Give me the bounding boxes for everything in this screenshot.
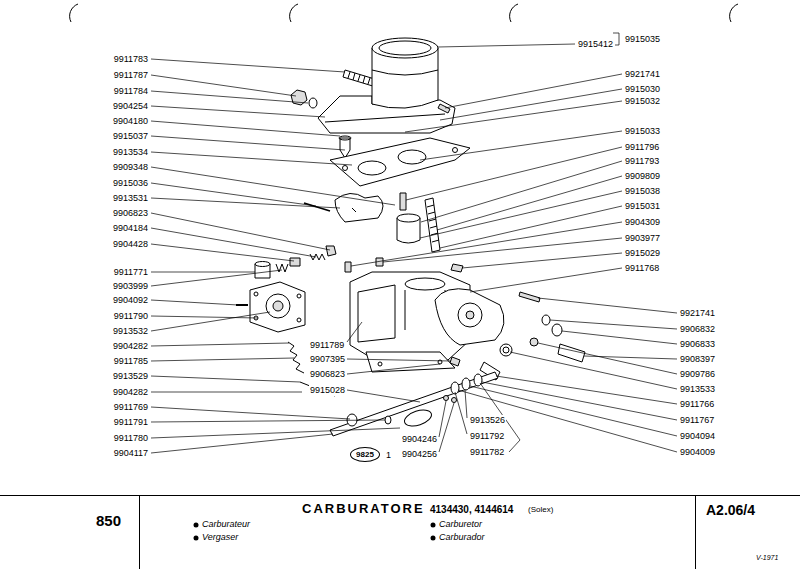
part-number: 9911785 bbox=[113, 356, 149, 367]
part-number: 9909348 bbox=[112, 162, 149, 173]
part-number: 9913534 bbox=[112, 147, 149, 158]
page-cell: A2.06/4V-1971 bbox=[695, 495, 800, 569]
part-number: 9915037 bbox=[112, 131, 149, 142]
part-number: 9904256 bbox=[401, 449, 438, 460]
part-number: 9911767 bbox=[679, 415, 715, 426]
part-number: 9906823 bbox=[309, 369, 346, 380]
part-number: 9913526 bbox=[469, 415, 506, 426]
part-number: 9915029 bbox=[624, 248, 661, 259]
part-number: 9911796 bbox=[624, 142, 660, 153]
part-number: 9911769 bbox=[113, 402, 149, 413]
part-number: 9915031 bbox=[624, 201, 661, 212]
part-number: 9911783 bbox=[113, 54, 149, 65]
part-number: 9904092 bbox=[112, 295, 149, 306]
part-number: 9915033 bbox=[624, 126, 661, 137]
part-number: 9911771 bbox=[113, 267, 149, 278]
part-number: 9915038 bbox=[624, 186, 661, 197]
part-number: 9911793 bbox=[624, 156, 660, 167]
part-number: 9911784 bbox=[113, 86, 149, 97]
part-number: 9921741 bbox=[624, 69, 661, 80]
part-number: 9913532 bbox=[112, 326, 149, 337]
part-number: 9904282 bbox=[112, 387, 149, 398]
part-number: 9904180 bbox=[112, 116, 149, 127]
model-cell: 850 bbox=[0, 495, 140, 569]
maker: (Solex) bbox=[528, 505, 553, 514]
part-number: 9915028 bbox=[309, 385, 346, 396]
page-code: A2.06/4 bbox=[706, 502, 755, 518]
part-number: 9915412 bbox=[577, 39, 614, 50]
part-number: 9904428 bbox=[112, 239, 149, 250]
part-number: 9915032 bbox=[624, 96, 661, 107]
title: CARBURATORE bbox=[302, 501, 425, 516]
part-number: 9908397 bbox=[679, 354, 716, 365]
part-number: 9903977 bbox=[624, 233, 661, 244]
part-number: 9904246 bbox=[401, 434, 438, 445]
part-number: 9911782 bbox=[469, 447, 505, 458]
part-number: 9911787 bbox=[113, 70, 149, 81]
part-number: 9913531 bbox=[112, 193, 149, 204]
quantity-number: 1 bbox=[385, 450, 392, 461]
part-number: 9909786 bbox=[679, 369, 716, 380]
part-number: 9909809 bbox=[624, 171, 661, 182]
part-number: 9911768 bbox=[624, 263, 660, 274]
model-number: 850 bbox=[96, 512, 121, 529]
part-number: 9915036 bbox=[112, 178, 149, 189]
part-number: 9903999 bbox=[112, 281, 149, 292]
translation: Carburateur bbox=[202, 519, 250, 529]
translation: Vergaser bbox=[202, 532, 238, 542]
part-number: 9904282 bbox=[112, 341, 149, 352]
part-number: 9911791 bbox=[113, 417, 149, 428]
part-number: 9915030 bbox=[624, 84, 661, 95]
part-number: 9911789 bbox=[309, 340, 345, 351]
quantity-oval: 9825 bbox=[350, 447, 380, 462]
part-number: 9911790 bbox=[113, 311, 149, 322]
part-number: 9904254 bbox=[112, 101, 149, 112]
part-number: 9904094 bbox=[679, 431, 716, 442]
callout-number: 9825 bbox=[356, 450, 374, 460]
part-number: 9906823 bbox=[112, 208, 149, 219]
date: V-1971 bbox=[756, 554, 778, 561]
part-number: 9904009 bbox=[679, 447, 716, 458]
part-number: 9904184 bbox=[112, 223, 149, 234]
part-number: 9921741 bbox=[679, 308, 716, 319]
part-number: 9915035 bbox=[624, 34, 661, 45]
part-number: 9906833 bbox=[679, 339, 716, 350]
part-number: 9911766 bbox=[679, 399, 715, 410]
part-number: 9913529 bbox=[112, 371, 149, 382]
part-number: 9913533 bbox=[679, 384, 716, 395]
part-number: 9911780 bbox=[113, 433, 149, 444]
part-number: 9904117 bbox=[113, 448, 149, 459]
title-cell: CARBURATORE 4134430, 4144614 (Solex) Carbur… bbox=[140, 495, 695, 569]
part-number: 9907395 bbox=[309, 354, 346, 365]
part-codes: 4134430, 4144614 bbox=[430, 504, 513, 515]
part-number: 9911792 bbox=[469, 431, 505, 442]
translation: Carburetor bbox=[439, 519, 482, 529]
translation: Carburador bbox=[439, 532, 485, 542]
part-number: 9904309 bbox=[624, 217, 661, 228]
part-number: 9906832 bbox=[679, 324, 716, 335]
